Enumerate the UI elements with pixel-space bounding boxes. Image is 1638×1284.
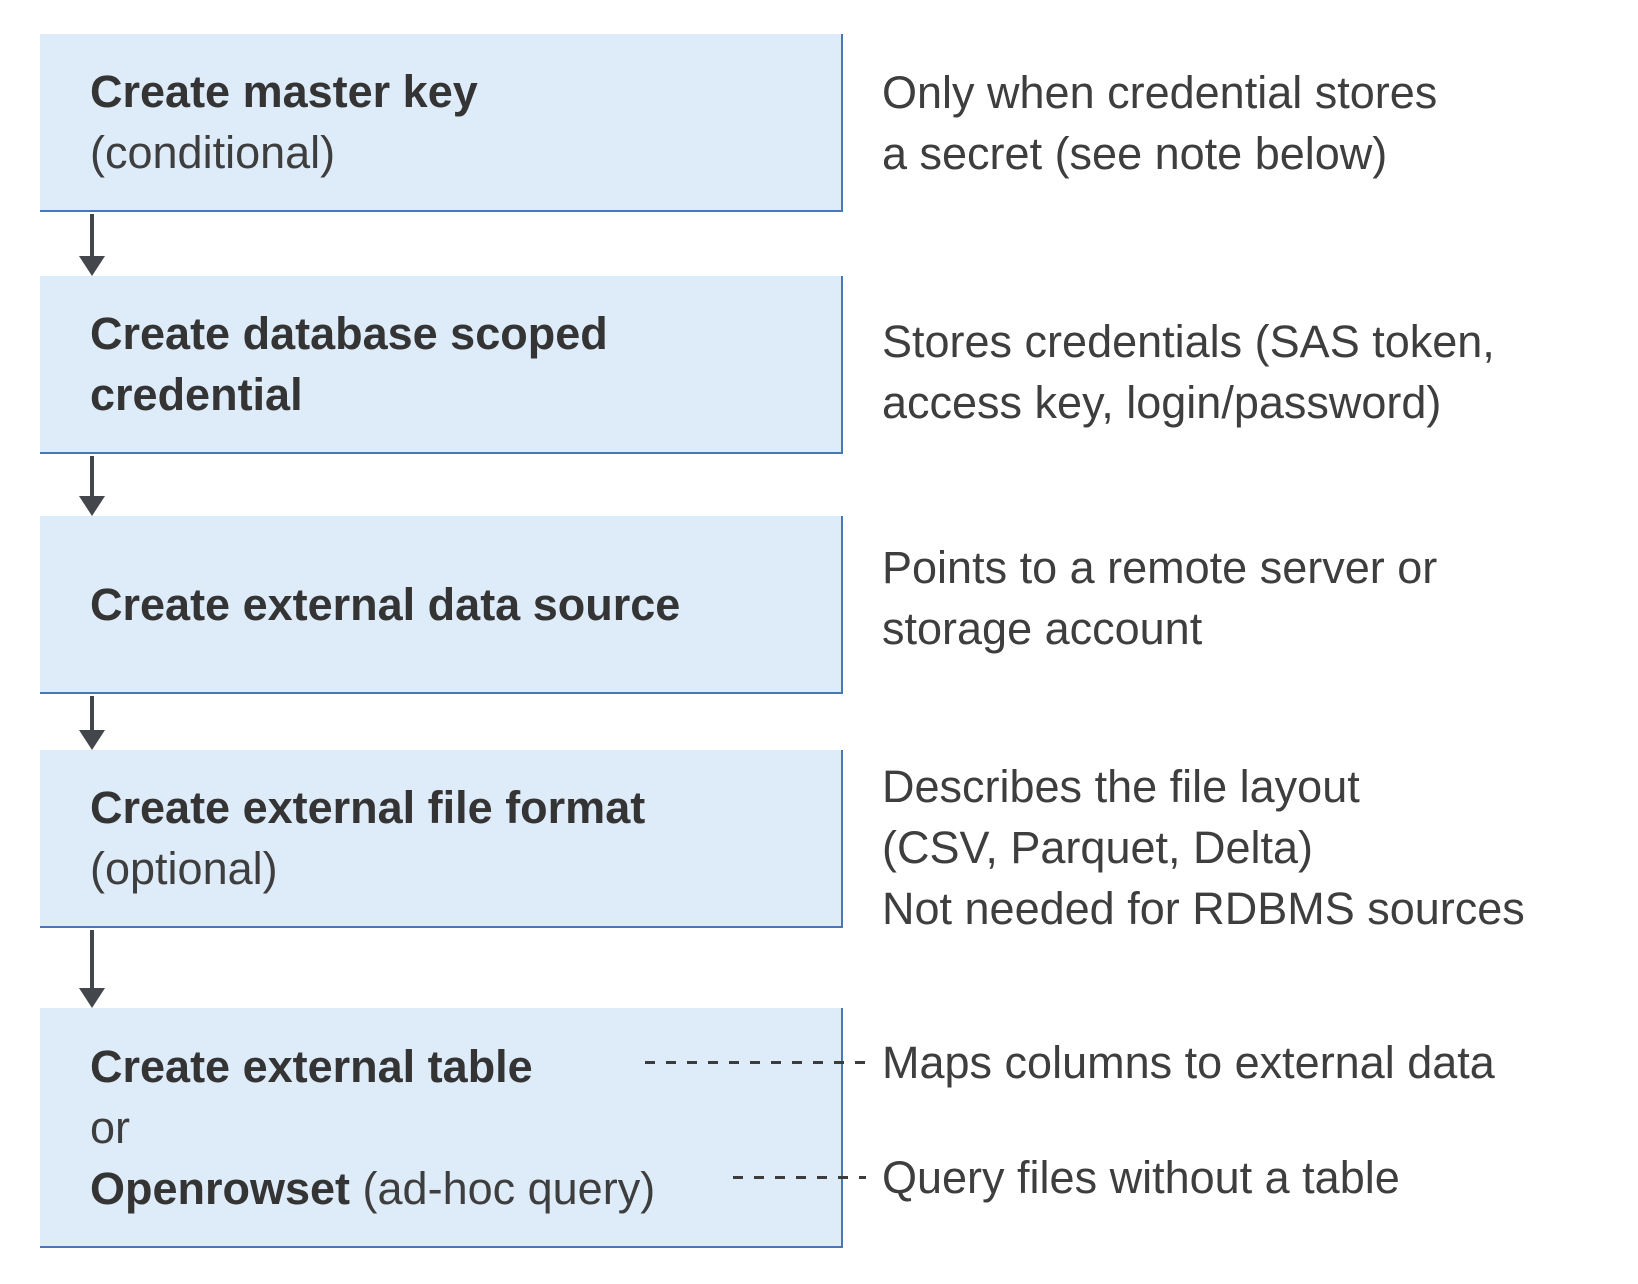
dashed-connector-openrowset (733, 1176, 866, 1179)
down-arrow-icon (79, 214, 105, 276)
arrow-stem (90, 930, 94, 988)
note-line: Only when credential stores (882, 67, 1438, 118)
step-title: Create database scoped (90, 308, 608, 359)
note-line: Not needed for RDBMS sources (882, 883, 1525, 934)
note-external-file-format: Describes the file layout (CSV, Parquet,… (882, 756, 1525, 939)
step-subtitle: (conditional) (90, 127, 336, 178)
note-line: Query files without a table (882, 1152, 1400, 1203)
step-subtitle: (optional) (90, 843, 278, 894)
arrow-stem (90, 696, 94, 730)
note-line: Stores credentials (SAS token, (882, 316, 1495, 367)
note-openrowset: Query files without a table (882, 1147, 1400, 1208)
step-title: Create master key (90, 66, 478, 117)
step-title: Create external file format (90, 782, 646, 833)
step-title: credential (90, 369, 303, 420)
note-line: Maps columns to external data (882, 1037, 1495, 1088)
down-arrow-icon (79, 456, 105, 516)
arrow-head (79, 496, 105, 516)
note-line: (CSV, Parquet, Delta) (882, 822, 1314, 873)
note-master-key: Only when credential stores a secret (se… (882, 62, 1437, 184)
note-line: access key, login/password) (882, 377, 1442, 428)
step-title: Create external table (90, 1040, 533, 1092)
note-external-data-source: Points to a remote server or storage acc… (882, 537, 1437, 659)
step-box-master-key: Create master key (conditional) (40, 34, 843, 212)
note-external-table: Maps columns to external data (882, 1032, 1495, 1093)
step-box-external-data-source: Create external data source (40, 516, 843, 694)
arrow-stem (90, 456, 94, 496)
note-line: Points to a remote server or (882, 542, 1438, 593)
arrow-head (79, 988, 105, 1008)
note-line: a secret (see note below) (882, 128, 1388, 179)
dashed-connector-external-table (645, 1061, 866, 1064)
arrow-head (79, 256, 105, 276)
note-line: storage account (882, 603, 1203, 654)
down-arrow-icon (79, 696, 105, 750)
arrow-head (79, 730, 105, 750)
arrow-stem (90, 214, 94, 256)
step-title-alt: Openrowset (ad-hoc query) (90, 1158, 841, 1219)
down-arrow-icon (79, 930, 105, 1008)
step-box-external-table-openrowset: Create external table or Openrowset (ad-… (40, 1008, 843, 1248)
note-scoped-credential: Stores credentials (SAS token, access ke… (882, 311, 1495, 433)
note-line: Describes the file layout (882, 761, 1360, 812)
step-title-regular: (ad-hoc query) (350, 1162, 656, 1214)
step-box-scoped-credential: Create database scoped credential (40, 276, 843, 454)
step-title: Create external data source (90, 578, 681, 630)
step-title-bold: Openrowset (90, 1162, 351, 1214)
step-or-label: or (90, 1101, 131, 1153)
step-box-external-file-format: Create external file format (optional) (40, 750, 843, 928)
